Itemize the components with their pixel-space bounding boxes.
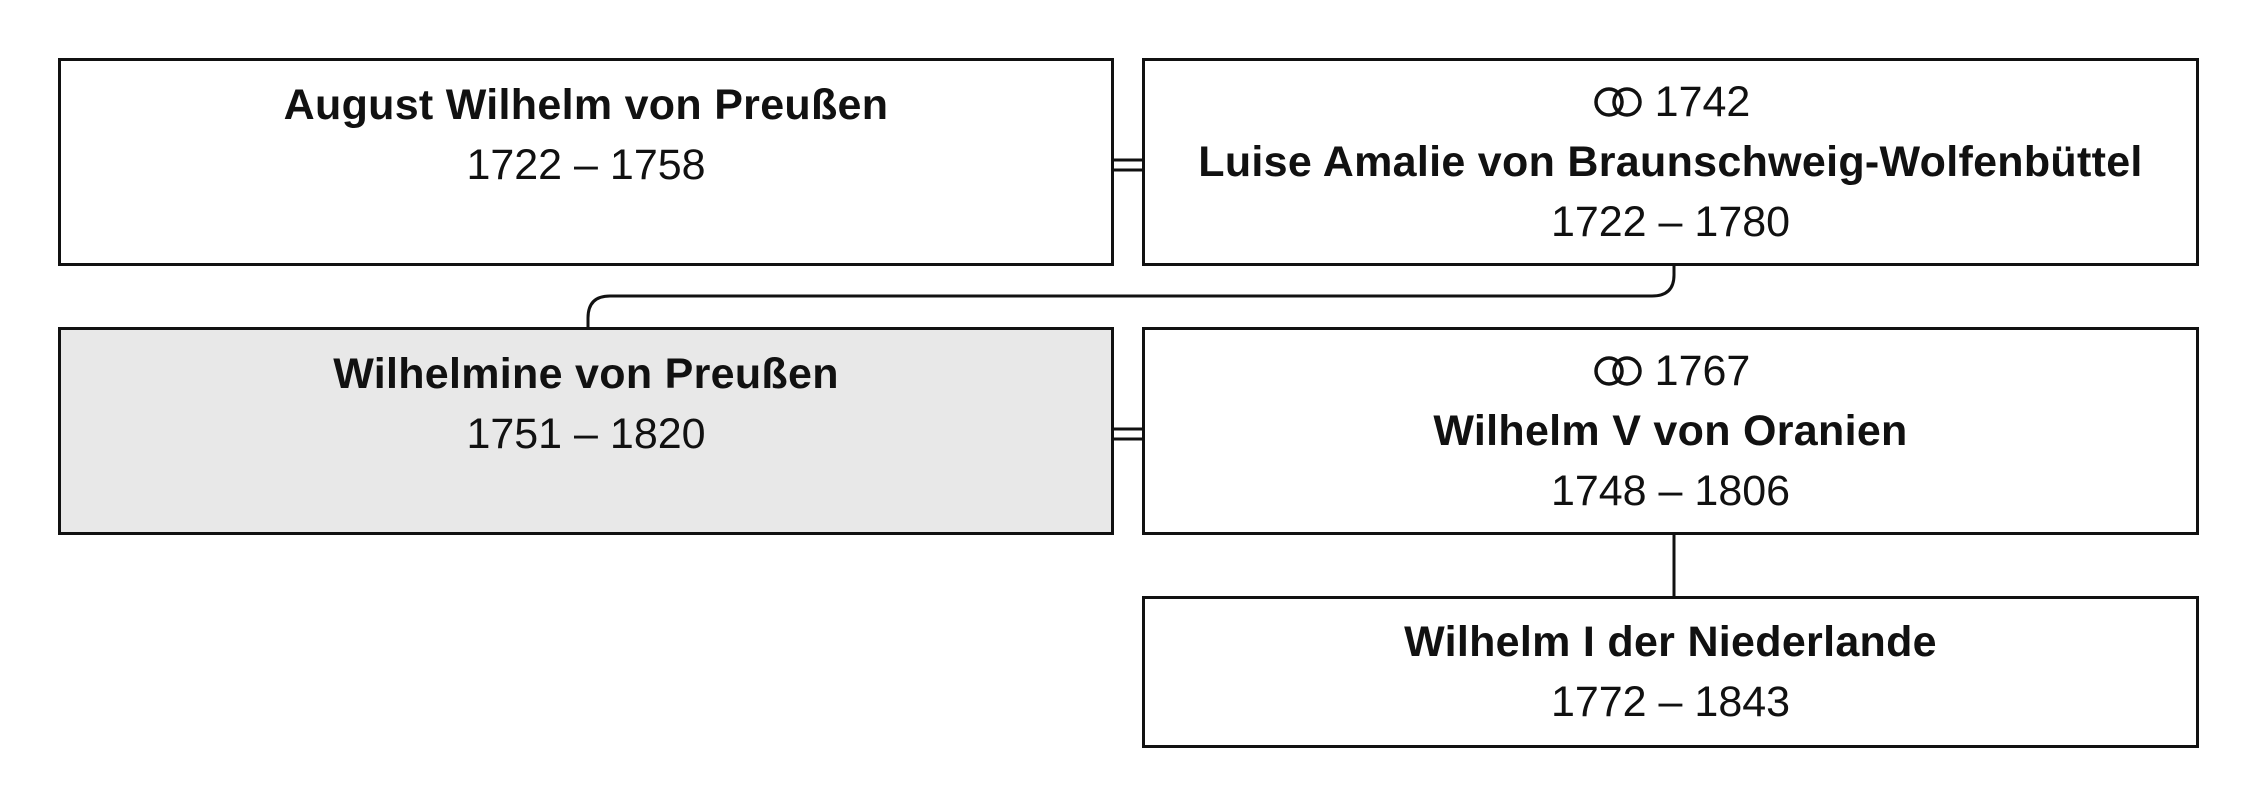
person-box-wilhelm-v[interactable]: 1767 Wilhelm V von Oranien 1748 – 1806: [1142, 327, 2199, 535]
marriage-info: 1742: [1591, 72, 1751, 132]
wedding-rings-icon: [1591, 86, 1645, 118]
person-box-august-wilhelm[interactable]: August Wilhelm von Preußen 1722 – 1758: [58, 58, 1114, 266]
marriage-year: 1767: [1654, 346, 1751, 395]
person-box-wilhelmine[interactable]: Wilhelmine von Preußen 1751 – 1820: [58, 327, 1114, 535]
person-dates: 1722 – 1780: [1550, 198, 1791, 247]
person-box-wilhelm-i[interactable]: Wilhelm I der Niederlande 1772 – 1843: [1142, 596, 2199, 748]
person-dates: 1751 – 1820: [466, 410, 706, 458]
marriage-info: 1767: [1591, 341, 1751, 401]
wedding-rings-icon: [1591, 355, 1645, 387]
person-name: Wilhelmine von Preußen: [333, 349, 839, 398]
marriage-year: 1742: [1654, 77, 1751, 126]
person-name: Wilhelm V von Oranien: [1433, 406, 1908, 455]
person-dates: 1748 – 1806: [1550, 467, 1791, 516]
person-dates: 1772 – 1843: [1550, 678, 1791, 726]
person-name: Wilhelm I der Niederlande: [1404, 617, 1937, 666]
person-name: August Wilhelm von Preußen: [283, 80, 889, 129]
person-name: Luise Amalie von Braunschweig-Wolfenbütt…: [1198, 137, 2143, 186]
person-dates: 1722 – 1758: [466, 141, 706, 189]
person-box-luise-amalie[interactable]: 1742 Luise Amalie von Braunschweig-Wolfe…: [1142, 58, 2199, 266]
descent-line-wilhelmine: [586, 265, 1676, 330]
